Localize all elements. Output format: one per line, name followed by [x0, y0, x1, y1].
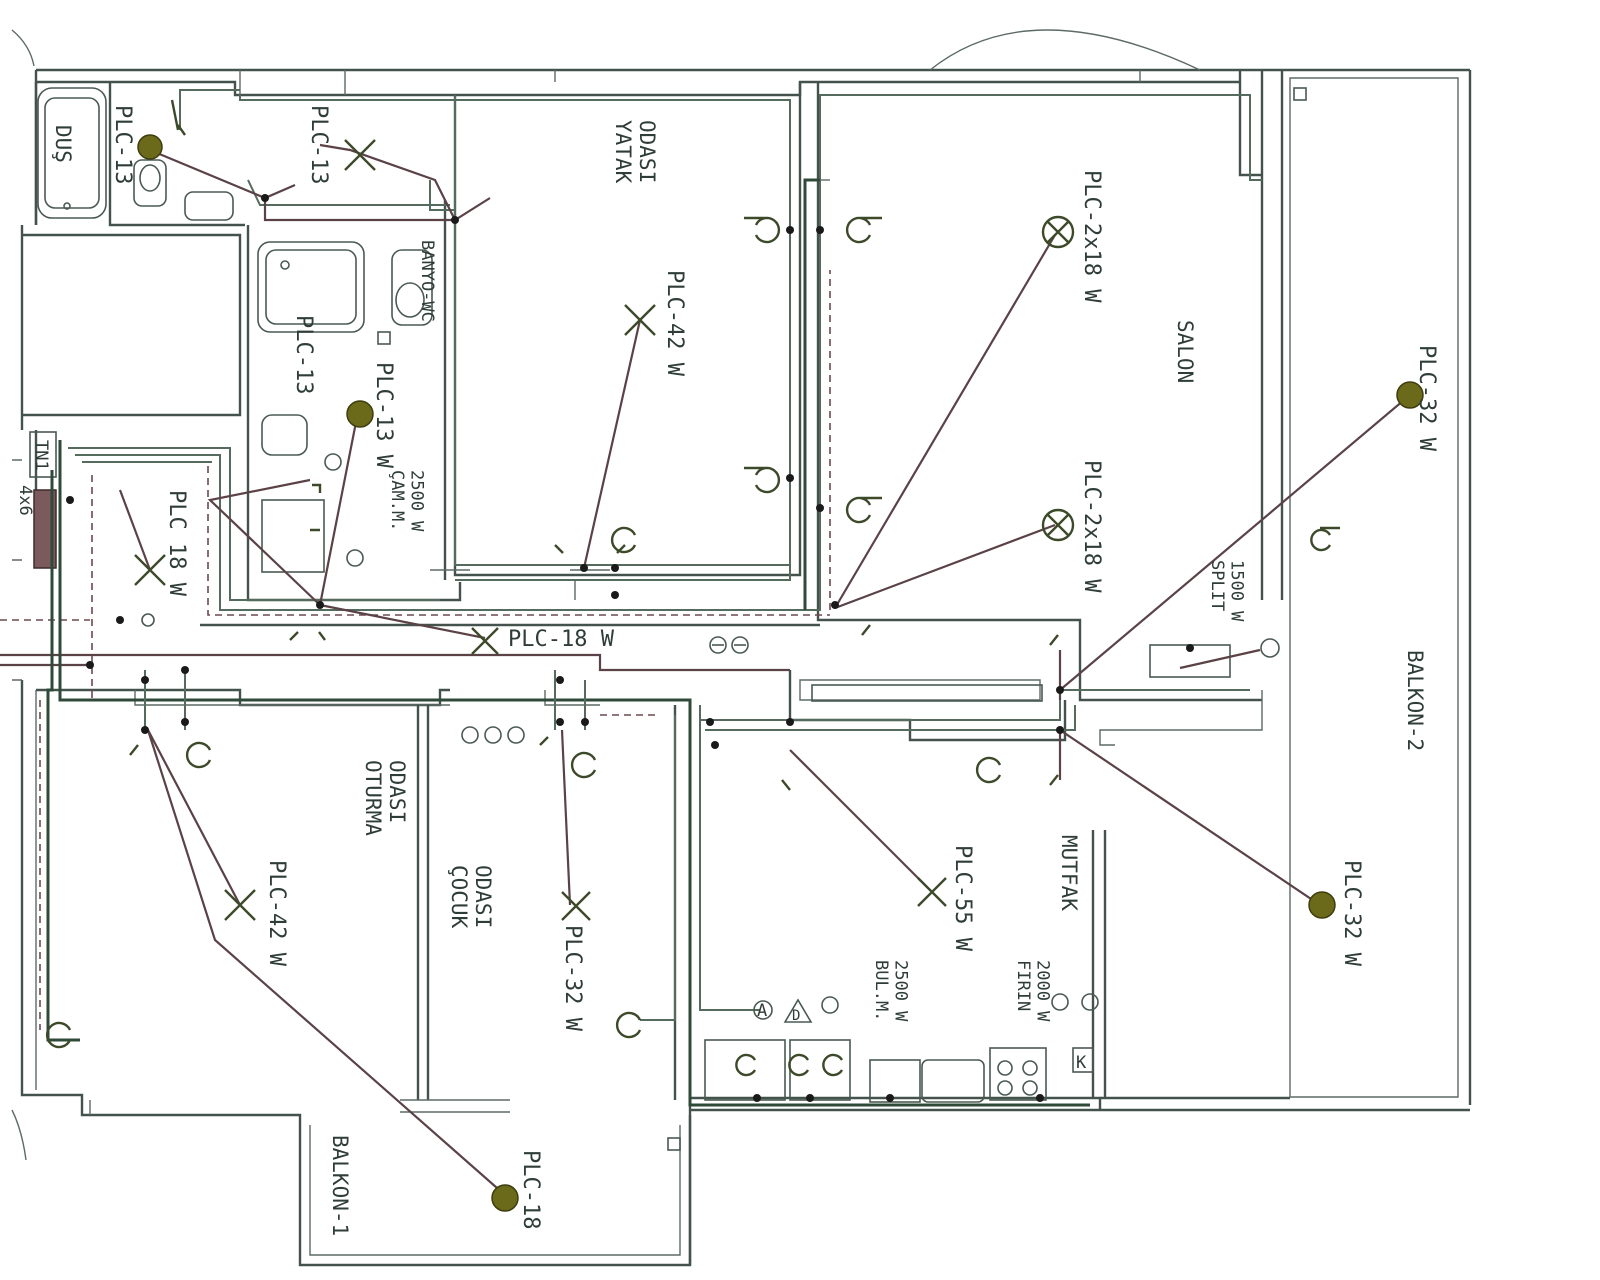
feed-lines: [0, 270, 831, 1030]
room-label-banyo: BANYO-WC: [417, 240, 437, 322]
lamp-balkon1-18: [491, 1184, 519, 1212]
room-label-yatak: YATAKODASI: [611, 120, 659, 184]
label-plc42-oturma: PLC-42 W: [264, 860, 289, 967]
marker-a: A: [753, 1000, 773, 1021]
lamp-salon-32: [1396, 381, 1424, 409]
radiator: [811, 684, 1043, 702]
label-plc55-mutfak: PLC-55 W: [950, 845, 975, 952]
label-plc13-wc: PLC-13: [306, 105, 331, 184]
lamp-cocuk-32: [561, 891, 591, 921]
room-label-balkon2: BALKON-2: [1403, 650, 1427, 751]
lamp-symbols: [134, 134, 1424, 1212]
label-plc18-balkon: PLC-18: [518, 1150, 543, 1229]
junction-nodes: [66, 194, 1194, 1102]
lamp-corr-18: [471, 627, 499, 655]
lamp-hall-18: [134, 554, 166, 586]
lamp-dus: [137, 134, 163, 160]
panel-tag: TN1: [31, 440, 51, 471]
label-plc32-balkon: PLC-32 W: [1339, 860, 1364, 967]
room-label-cocuk: ÇOCUKODASI: [447, 865, 495, 929]
room-label-mutfak: MUTFAK: [1057, 835, 1081, 911]
label-plc32-salon: PLC-32 W: [1414, 345, 1439, 452]
lamp-mutfak-55: [917, 877, 947, 907]
lamp-salon-2x18-b: [1041, 508, 1075, 542]
svg-text:D: D: [792, 1008, 800, 1024]
label-bul: BUL.M.2500 W: [871, 960, 911, 1022]
label-split: SPLIT1500 W: [1207, 560, 1247, 622]
label-plc13w-banyo: PLC-13 W: [371, 362, 396, 469]
label-plc13-banyo-a: PLC-13: [291, 315, 316, 394]
room-label-salon: SALON: [1173, 320, 1197, 383]
walls: [11, 29, 1472, 1267]
room-label-oturma: OTURMAODASI: [361, 760, 409, 836]
panel-cable: 4x6: [15, 485, 35, 516]
label-plc42-yatak: PLC-42 W: [662, 270, 687, 377]
marker-d: D: [783, 998, 813, 1024]
lamp-yatak-42: [624, 304, 656, 336]
label-plc18-hall: PLC 18 W: [164, 490, 189, 597]
k-box: [1072, 1047, 1094, 1073]
lamp-banyo: [346, 400, 374, 428]
svg-text:A: A: [757, 1001, 767, 1021]
room-label-balkon1: BALKON-1: [328, 1135, 352, 1236]
label-plc13-dus: PLC-13: [110, 105, 135, 184]
lamp-balkon2-32: [1308, 891, 1336, 919]
lamp-oturma-42: [224, 889, 256, 921]
lamp-wc-13: [344, 139, 376, 171]
sockets-switches: [45, 99, 1340, 1077]
label-cam: ÇAM.M.2500 W: [387, 470, 427, 532]
sanitary-fixtures: [29, 87, 1307, 1151]
label-firin: FIRIN2000 W: [1013, 960, 1053, 1022]
label-plc2x18-b: PLC-2x18 W: [1079, 460, 1104, 593]
wiring: [46, 89, 1262, 1107]
marker-k: K: [1076, 1053, 1087, 1073]
label-plc18-corr: PLC-18 W: [508, 627, 615, 652]
room-label-dus: DUŞ: [51, 125, 75, 163]
label-plc32-cocuk: PLC-32 W: [560, 925, 585, 1032]
lamp-connections: [118, 143, 1411, 1196]
lamp-salon-2x18-a: [1041, 215, 1075, 249]
labels: YATAKODASI SALON BANYO-WC DUŞ OTURMAODAS…: [15, 105, 1439, 1236]
appliance-markers: A D K: [141, 453, 1280, 1073]
label-plc2x18-a: PLC-2x18 W: [1079, 170, 1104, 303]
